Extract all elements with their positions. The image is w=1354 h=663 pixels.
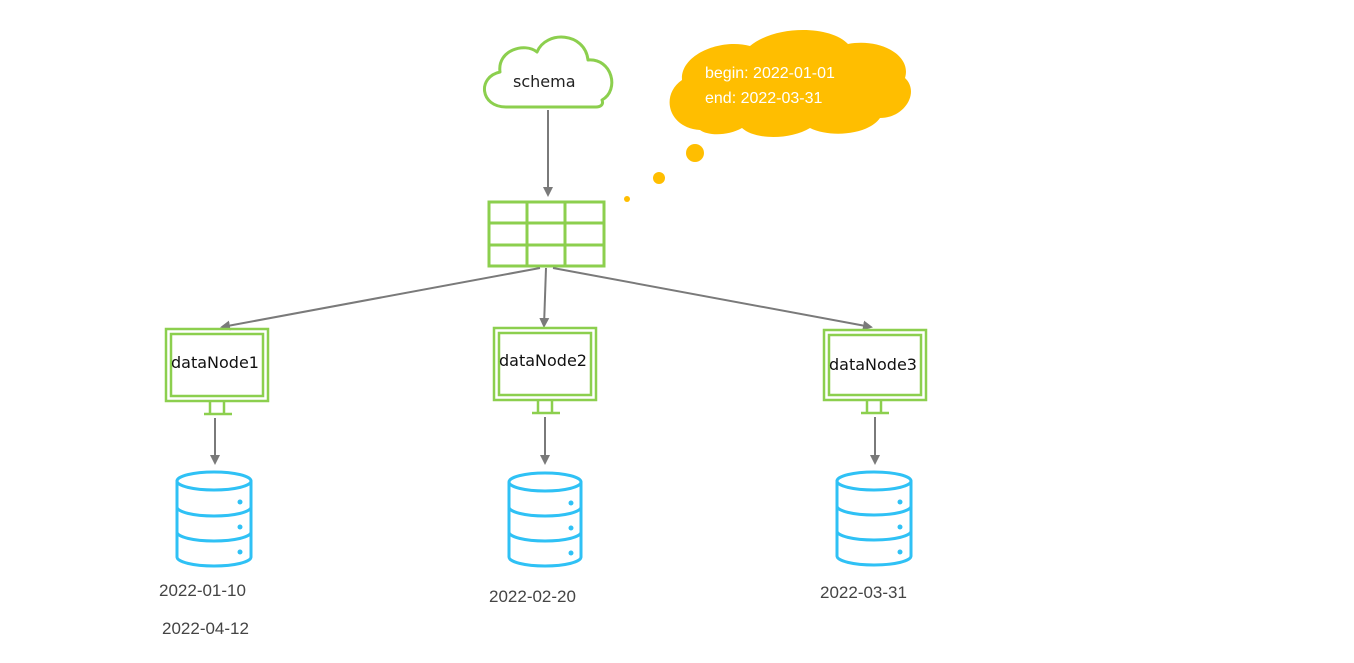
monitor-icon-node2 bbox=[492, 326, 598, 415]
range-thought-bubble bbox=[624, 29, 911, 202]
database-icon-node3 bbox=[835, 470, 913, 567]
database-icon-node1 bbox=[175, 470, 253, 568]
range-end-label: end: 2022-03-31 bbox=[705, 90, 823, 107]
arrow-table-to-node3 bbox=[552, 267, 873, 331]
node1-date-1: 2022-01-10 bbox=[159, 581, 246, 600]
bubble-dot-large bbox=[686, 144, 704, 162]
node1-date-2: 2022-04-12 bbox=[162, 619, 249, 638]
monitor-icon-node1 bbox=[164, 327, 270, 416]
cloud-icon bbox=[482, 35, 614, 109]
bubble-dot-medium bbox=[653, 172, 665, 184]
node2-date-1: 2022-02-20 bbox=[489, 587, 576, 606]
arrow-table-to-node2 bbox=[539, 267, 550, 328]
monitor-icon-node3 bbox=[822, 328, 928, 415]
bubble-dot-small bbox=[624, 196, 630, 202]
database-icon-node2 bbox=[507, 471, 583, 568]
table-grid-icon bbox=[487, 200, 606, 268]
node2-label: dataNode2 bbox=[499, 351, 587, 370]
arrow-table-to-node1 bbox=[220, 267, 541, 331]
range-begin-label: begin: 2022-01-01 bbox=[705, 65, 835, 82]
node3-date-1: 2022-03-31 bbox=[820, 583, 907, 602]
node3-label: dataNode3 bbox=[829, 355, 917, 374]
schema-label: schema bbox=[513, 72, 576, 91]
node1-label: dataNode1 bbox=[171, 353, 259, 372]
